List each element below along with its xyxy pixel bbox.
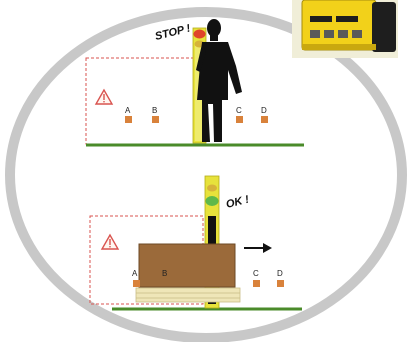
safety-relay-module-icon [302, 0, 396, 52]
bottom-label-c: C [253, 269, 259, 278]
top-label-c: C [236, 106, 242, 115]
stop-light [194, 30, 206, 39]
ok-callout: OK ! [225, 194, 251, 211]
bottom-marker-a [133, 280, 140, 287]
device-photo [292, 0, 398, 58]
cargo-box [139, 244, 235, 287]
top-marker-a [125, 116, 132, 123]
top-scene: A B C D STOP ! [86, 19, 304, 145]
bottom-marker-d [277, 280, 284, 287]
top-marker-c [236, 116, 243, 123]
bottom-label-a: A [132, 269, 138, 278]
top-marker-b [152, 116, 159, 123]
top-label-a: A [125, 106, 131, 115]
bottom-marker-c [253, 280, 260, 287]
box-on-pallet [136, 244, 240, 302]
go-light [206, 196, 219, 206]
stop-callout: STOP ! [154, 22, 192, 42]
top-label-d: D [261, 106, 267, 115]
bottom-scene: A B C D OK ! [90, 176, 302, 309]
top-marker-d [261, 116, 268, 123]
warning-triangle-icon [96, 90, 112, 104]
right-arrow-icon [244, 243, 272, 253]
top-label-b: B [152, 106, 157, 115]
bottom-label-b: B [162, 269, 167, 278]
bottom-label-d: D [277, 269, 283, 278]
warning-triangle-icon [102, 235, 118, 249]
pallet [136, 288, 240, 302]
